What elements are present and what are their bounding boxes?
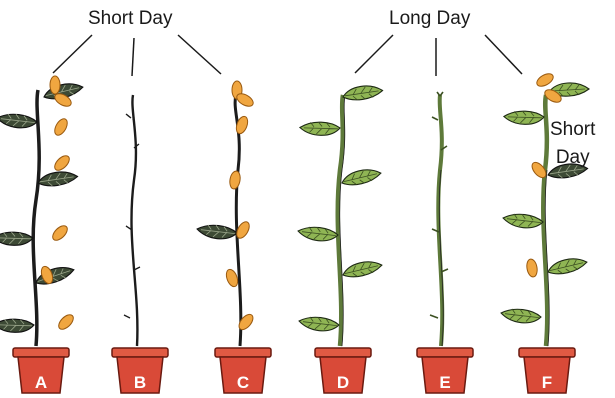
pot-label-e: E [439,373,450,392]
plant-d [297,84,383,393]
short-day-group-lines [53,35,221,76]
pot-label-d: D [337,373,349,392]
pot-label-b: B [134,373,146,392]
pot-label-f: F [542,373,552,392]
plant-e [417,92,473,393]
pot-label-c: C [237,373,249,392]
side-label-line2: Day [550,144,595,172]
plant-b [112,95,168,393]
long-day-group-lines [355,35,522,76]
plant-a [0,76,84,393]
side-label-line1: Short [550,116,595,144]
short-day-side-label: Short Day [550,116,595,172]
pot-label-a: A [35,373,47,392]
plant-c [196,81,271,393]
long-day-heading: Long Day [389,8,470,30]
short-day-heading: Short Day [88,8,172,30]
